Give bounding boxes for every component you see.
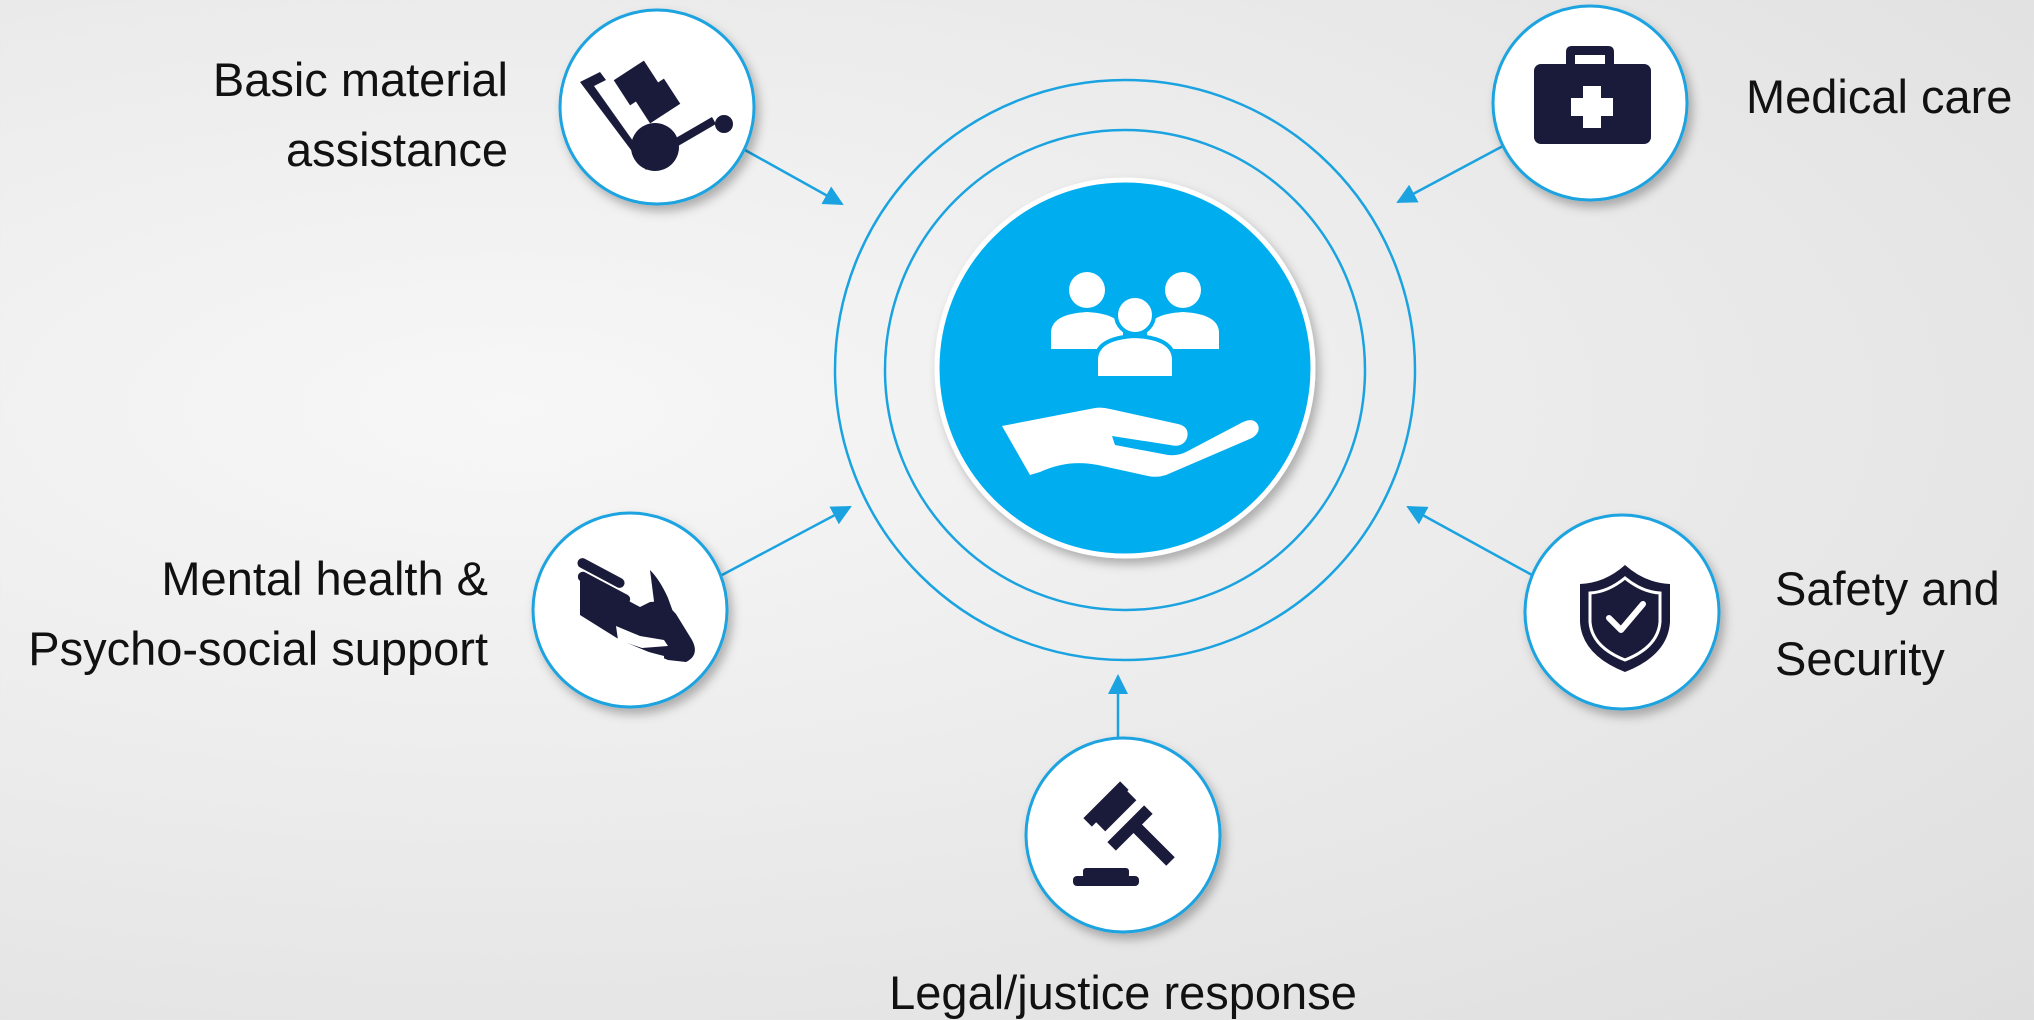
label-line: Basic material [212, 53, 508, 106]
label-line: assistance [285, 123, 508, 176]
arrow-mental-health [721, 505, 852, 577]
label-line: Legal/justice response [889, 966, 1357, 1019]
node-medical-care [1491, 4, 1689, 202]
label-legal-justice: Legal/justice response [813, 958, 1433, 1020]
label-basic-material: Basic material assistance [170, 45, 508, 185]
shield-check-icon [1580, 565, 1670, 672]
label-mental-health: Mental health & Psycho-social support [8, 544, 488, 684]
arrow-safety-security [1406, 505, 1533, 577]
label-line: Mental health & [161, 552, 488, 605]
node-basic-material [558, 8, 756, 206]
label-safety-security: Safety and Security [1775, 554, 2025, 694]
gavel-icon [1073, 781, 1175, 886]
label-line: Security [1775, 632, 1945, 685]
node-safety-security [1523, 513, 1721, 711]
people-in-hand-icon [1002, 272, 1259, 477]
hand-truck-boxes-icon [580, 60, 733, 171]
arrow-medical-care [1396, 144, 1504, 204]
label-medical-care: Medical care [1746, 62, 2026, 132]
label-line: Safety and [1775, 562, 2000, 615]
label-line: Psycho-social support [28, 622, 488, 675]
medical-kit-icon [1534, 46, 1651, 144]
helping-hands-icon [577, 558, 695, 662]
label-line: Medical care [1746, 70, 2013, 123]
node-mental-health [531, 511, 729, 709]
node-legal-justice [1024, 736, 1222, 934]
central-hub [934, 177, 1316, 559]
middle-ring [883, 128, 1367, 612]
arrow-basic-material [744, 148, 844, 206]
outer-ring [833, 78, 1417, 662]
